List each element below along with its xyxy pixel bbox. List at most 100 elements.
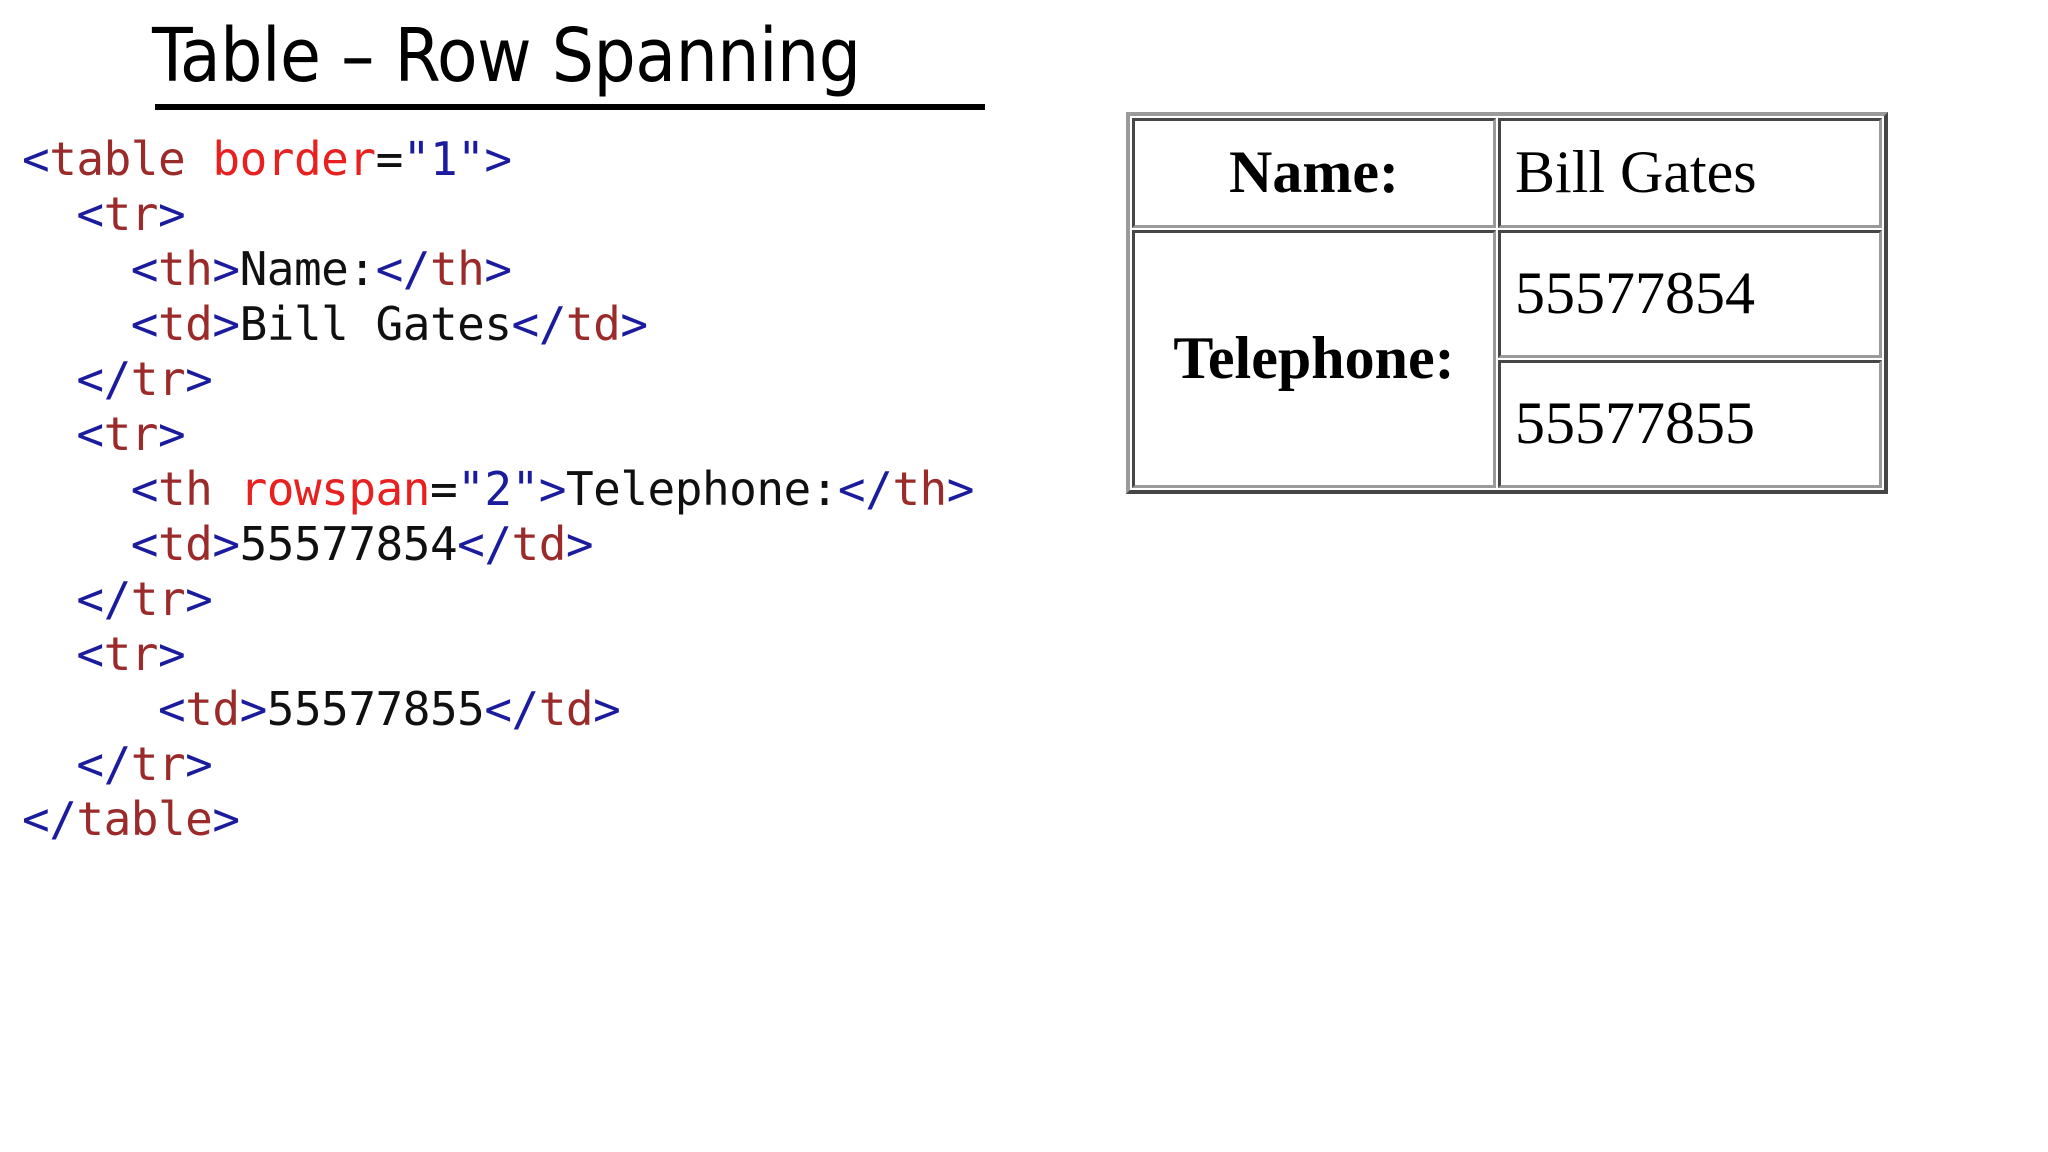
code-token-tag: th bbox=[892, 462, 947, 516]
code-token-tag: th bbox=[429, 242, 485, 296]
code-token-tag: th bbox=[157, 462, 213, 516]
code-token-bracket: > bbox=[157, 627, 186, 681]
code-token-tag: tr bbox=[103, 407, 159, 461]
code-token-bracket: </ bbox=[511, 297, 567, 351]
code-token-tag: td bbox=[565, 297, 621, 351]
code-token-bracket: </ bbox=[375, 242, 431, 296]
code-token-val: 2 bbox=[484, 462, 512, 516]
code-line: <td>Bill Gates</td> bbox=[22, 297, 974, 352]
table-cell-telephone-value-1: 55577854 bbox=[1498, 230, 1882, 358]
code-line: </table> bbox=[22, 792, 974, 847]
code-indent bbox=[22, 242, 131, 296]
code-indent bbox=[22, 627, 76, 681]
code-line: <th>Name:</th> bbox=[22, 242, 974, 297]
html-table: Name: Bill Gates Telephone: 55577854 555… bbox=[1126, 112, 1888, 494]
code-line: <tr> bbox=[22, 187, 974, 242]
code-token-quote: " bbox=[402, 132, 431, 186]
code-token-quote: " bbox=[511, 462, 540, 516]
code-listing: <table border="1"> <tr> <th>Name:</th> <… bbox=[22, 132, 974, 847]
code-token-bracket: > bbox=[212, 242, 240, 296]
code-indent bbox=[22, 407, 76, 461]
code-token-bracket: </ bbox=[837, 462, 893, 516]
code-token-tag: tr bbox=[103, 187, 159, 241]
table-row: Telephone: 55577854 bbox=[1132, 230, 1882, 488]
code-token-tag: tr bbox=[130, 572, 186, 626]
code-indent bbox=[22, 462, 131, 516]
code-token-tag: tr bbox=[103, 627, 159, 681]
code-token-tag: table bbox=[49, 132, 186, 186]
code-token-tag: td bbox=[157, 297, 213, 351]
code-token-bracket: </ bbox=[484, 682, 539, 736]
code-token-tag: tr bbox=[130, 352, 186, 406]
code-token-bracket: > bbox=[185, 572, 213, 626]
table-cell-telephone-value-2: 55577855 bbox=[1498, 360, 1882, 488]
code-token-tag: td bbox=[511, 517, 567, 571]
code-token-bracket: > bbox=[157, 407, 186, 461]
code-line: <td>55577854</td> bbox=[22, 517, 974, 572]
code-token-text: Name: bbox=[239, 242, 376, 296]
code-token-bracket: > bbox=[212, 517, 240, 571]
code-token-tag: td bbox=[157, 517, 213, 571]
code-line: <tr> bbox=[22, 627, 974, 682]
code-indent bbox=[22, 517, 131, 571]
code-token-tag: th bbox=[157, 242, 213, 296]
code-token-bracket: </ bbox=[457, 517, 512, 571]
code-token-bracket: < bbox=[157, 682, 186, 736]
page-title: Table – Row Spanning bbox=[152, 13, 861, 99]
code-token-text: 55577855 bbox=[266, 682, 485, 736]
code-token-quote: " bbox=[457, 462, 485, 516]
code-token-bracket: > bbox=[484, 242, 512, 296]
code-token-bracket: < bbox=[76, 407, 104, 461]
code-token-text: Telephone: bbox=[565, 462, 838, 516]
code-token-text: 55577854 bbox=[239, 517, 458, 571]
code-line: </tr> bbox=[22, 572, 974, 627]
code-token-bracket: </ bbox=[76, 572, 131, 626]
code-indent bbox=[22, 682, 158, 736]
code-token-tag: td bbox=[185, 682, 240, 736]
code-token-eq: = bbox=[429, 462, 458, 516]
code-indent bbox=[22, 187, 76, 241]
code-token-bracket: </ bbox=[76, 352, 131, 406]
code-token-bracket: > bbox=[239, 682, 268, 736]
code-token-quote: " bbox=[457, 132, 485, 186]
code-token-val: 1 bbox=[429, 132, 458, 186]
code-indent bbox=[22, 572, 76, 626]
code-token-tag: td bbox=[538, 682, 594, 736]
code-token-bracket: </ bbox=[22, 792, 77, 846]
code-token-text bbox=[212, 462, 239, 516]
code-token-bracket: < bbox=[22, 132, 50, 186]
table-row: 55577855 bbox=[1132, 360, 1882, 488]
code-token-bracket: < bbox=[76, 627, 104, 681]
code-token-tag: tr bbox=[130, 737, 186, 791]
code-token-text bbox=[185, 132, 212, 186]
code-token-bracket: > bbox=[946, 462, 975, 516]
code-token-bracket: < bbox=[130, 242, 159, 296]
code-indent bbox=[22, 352, 76, 406]
code-line: </tr> bbox=[22, 737, 974, 792]
code-token-bracket: > bbox=[212, 792, 240, 846]
rendered-table-preview: Name: Bill Gates Telephone: 55577854 555… bbox=[1126, 112, 1888, 494]
code-token-bracket: > bbox=[565, 517, 594, 571]
table-header-name: Name: bbox=[1132, 118, 1496, 228]
code-indent bbox=[22, 297, 131, 351]
table-row: Name: Bill Gates bbox=[1132, 118, 1882, 228]
code-token-bracket: > bbox=[185, 352, 213, 406]
code-token-bracket: < bbox=[76, 187, 104, 241]
code-line: <table border="1"> bbox=[22, 132, 974, 187]
code-line: <td>55577855</td> bbox=[22, 682, 974, 737]
code-token-bracket: > bbox=[185, 737, 213, 791]
code-indent bbox=[22, 737, 76, 791]
code-token-bracket: > bbox=[593, 682, 621, 736]
code-token-bracket: > bbox=[157, 187, 186, 241]
code-line: </tr> bbox=[22, 352, 974, 407]
table-header-telephone: Telephone: bbox=[1132, 230, 1496, 488]
code-token-bracket: > bbox=[620, 297, 648, 351]
code-line: <tr> bbox=[22, 407, 974, 462]
code-token-bracket: > bbox=[538, 462, 567, 516]
code-token-tag: table bbox=[76, 792, 213, 846]
code-token-bracket: > bbox=[212, 297, 240, 351]
code-token-bracket: < bbox=[130, 297, 159, 351]
code-token-text: Bill Gates bbox=[239, 297, 512, 351]
code-token-bracket: > bbox=[484, 132, 512, 186]
code-token-bracket: </ bbox=[76, 737, 131, 791]
